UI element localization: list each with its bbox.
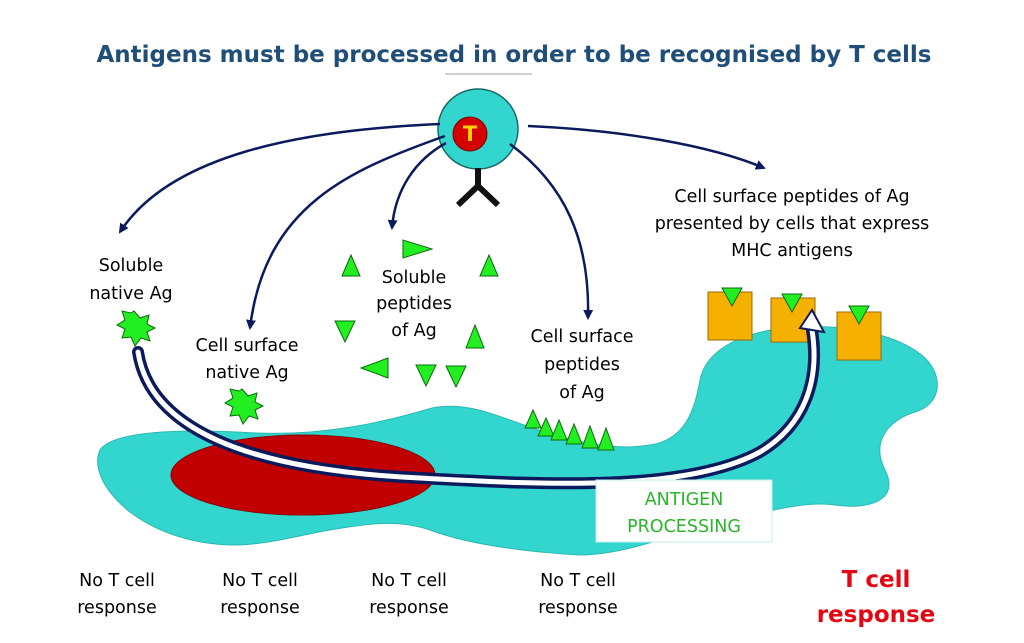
mhc-molecules: [707, 287, 882, 361]
svg-text:of Ag: of Ag: [391, 321, 437, 341]
svg-text:peptides: peptides: [376, 294, 452, 314]
svg-text:Cell surface: Cell surface: [531, 327, 634, 347]
svg-text:Soluble: Soluble: [99, 256, 164, 276]
svg-text:Cell surface peptides of Ag: Cell surface peptides of Ag: [674, 187, 909, 207]
svg-text:response: response: [817, 602, 936, 628]
arrow-to-cell-surface-peptides: [509, 142, 594, 320]
t-cell-nucleus: [452, 116, 488, 152]
response-positive: T cell response: [817, 567, 936, 628]
svg-text:MHC antigens: MHC antigens: [731, 241, 853, 261]
t-cell-receptor: [455, 168, 501, 208]
soluble-peptides-cluster: [334, 239, 499, 389]
label-cell-surface-native: Cell surface native Ag: [196, 336, 299, 383]
cell-surface-native-antigen-star: [223, 388, 265, 425]
svg-text:T cell: T cell: [842, 567, 911, 593]
svg-text:Cell surface: Cell surface: [196, 336, 299, 356]
svg-text:response: response: [220, 598, 300, 618]
svg-text:No T cell: No T cell: [79, 571, 155, 591]
soluble-native-antigen-star: [115, 310, 157, 347]
arrow-to-soluble-native: [118, 122, 441, 234]
t-cell-letter: T: [463, 122, 478, 146]
processing-arrow-head: [798, 308, 826, 334]
mhc-peptide: [721, 287, 743, 308]
processing-label-line1: ANTIGEN: [645, 490, 724, 510]
svg-text:No T cell: No T cell: [540, 571, 616, 591]
svg-text:peptides: peptides: [544, 355, 620, 375]
arrow-to-soluble-peptides: [387, 141, 447, 230]
mhc-peptide: [781, 293, 803, 314]
svg-text:presented by cells that expres: presented by cells that express: [655, 214, 930, 234]
arrow-to-cell-surface-native: [246, 134, 446, 330]
arrow-to-mhc-presented: [527, 124, 766, 170]
svg-text:response: response: [538, 598, 618, 618]
svg-text:response: response: [369, 598, 449, 618]
svg-text:native Ag: native Ag: [205, 363, 288, 383]
svg-text:No T cell: No T cell: [222, 571, 298, 591]
surface-peptide-spikes: [524, 408, 615, 451]
recognition-arrows: [118, 122, 766, 330]
processing-label-line2: PROCESSING: [627, 517, 741, 537]
label-soluble-native: Soluble native Ag: [89, 256, 172, 304]
svg-text:No T cell: No T cell: [371, 571, 447, 591]
processing-arrow: [135, 327, 817, 486]
label-mhc-presented: Cell surface peptides of Ag presented by…: [655, 187, 930, 261]
response-soluble-peptides: No T cell response: [369, 571, 449, 618]
page-title: Antigens must be processed in order to b…: [97, 42, 932, 68]
svg-text:response: response: [77, 598, 157, 618]
response-cell-surface-native: No T cell response: [220, 571, 300, 618]
response-soluble-native: No T cell response: [77, 571, 157, 618]
label-cell-surface-peptides: Cell surface peptides of Ag: [531, 327, 634, 403]
mhc-peptide: [848, 305, 870, 326]
svg-text:Soluble: Soluble: [382, 268, 447, 288]
label-soluble-peptides: Soluble peptides of Ag: [376, 268, 452, 341]
antigen-processing-box: [595, 479, 773, 543]
response-cell-surface-peptides: No T cell response: [538, 571, 618, 618]
svg-text:native Ag: native Ag: [89, 284, 172, 304]
svg-text:of Ag: of Ag: [559, 383, 605, 403]
